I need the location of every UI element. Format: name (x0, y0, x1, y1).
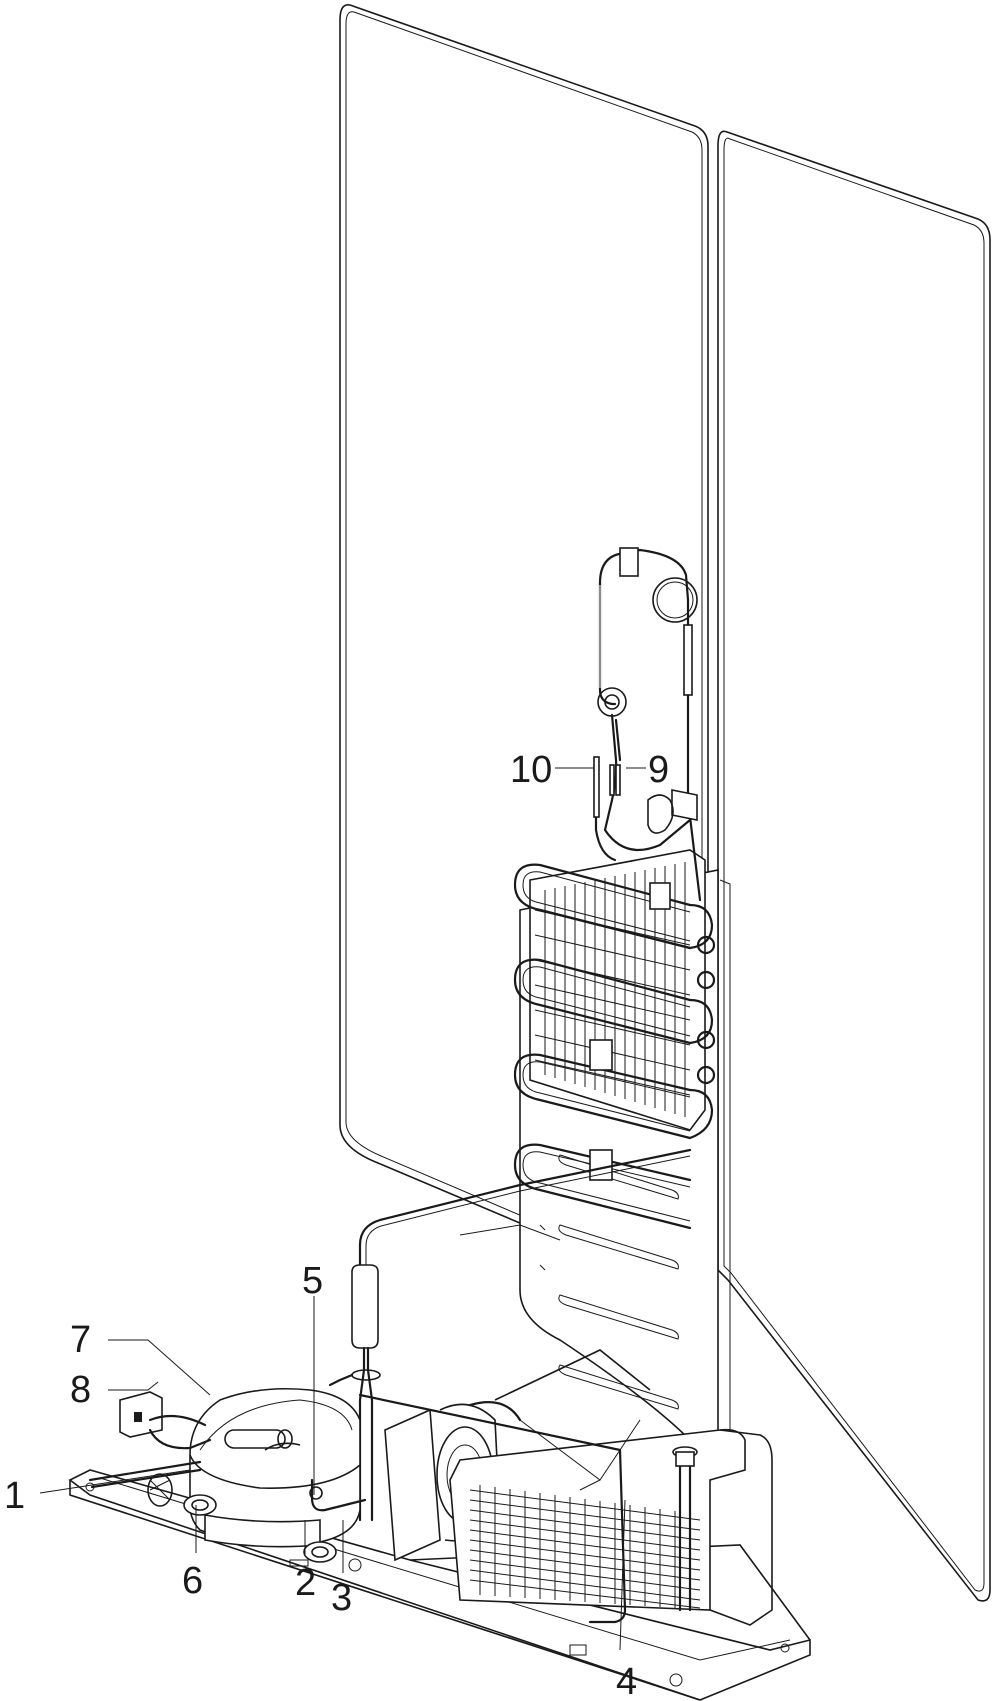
leader-lines (39, 767, 646, 1651)
callout-10: 10 (510, 749, 552, 791)
callout-5: 5 (302, 1260, 323, 1302)
leader-line-8 (108, 1381, 159, 1391)
condenser-fan (384, 1349, 651, 1562)
callout-9: 9 (648, 749, 669, 791)
callout-6: 6 (182, 1560, 203, 1602)
right-wall-panel (717, 130, 991, 1602)
callout-3: 3 (331, 1577, 352, 1619)
electrical-box (119, 1391, 212, 1450)
connecting-pipe (358, 1148, 692, 1292)
leader-line-4 (619, 1499, 626, 1651)
left-wall-panel (339, 3, 709, 1241)
callout-4: 4 (616, 1661, 637, 1701)
leader-line-7 (108, 1339, 211, 1396)
evaporator-tube-loops (513, 863, 692, 1230)
callout-8: 8 (70, 1369, 91, 1411)
condenser (449, 1428, 773, 1626)
compressor-mounts (147, 1473, 337, 1563)
base-holes (85, 1482, 790, 1687)
leader-line-1 (39, 1469, 191, 1494)
compressor (189, 1387, 361, 1548)
evaporator-assembly (513, 849, 731, 1471)
callout-7: 7 (70, 1319, 91, 1361)
callout-labels: 1 2 3 4 5 6 7 8 9 10 (4, 749, 669, 1701)
capillary-suction-line (594, 547, 702, 902)
service-tubes (88, 1373, 367, 1512)
filter-drier (351, 1264, 381, 1522)
base-unit (68, 1264, 811, 1701)
callout-1: 1 (4, 1475, 25, 1517)
tube-bends (688, 903, 716, 1140)
lower-pipe (358, 1393, 641, 1624)
sensor-pins (593, 756, 621, 818)
callout-2: 2 (295, 1562, 316, 1604)
